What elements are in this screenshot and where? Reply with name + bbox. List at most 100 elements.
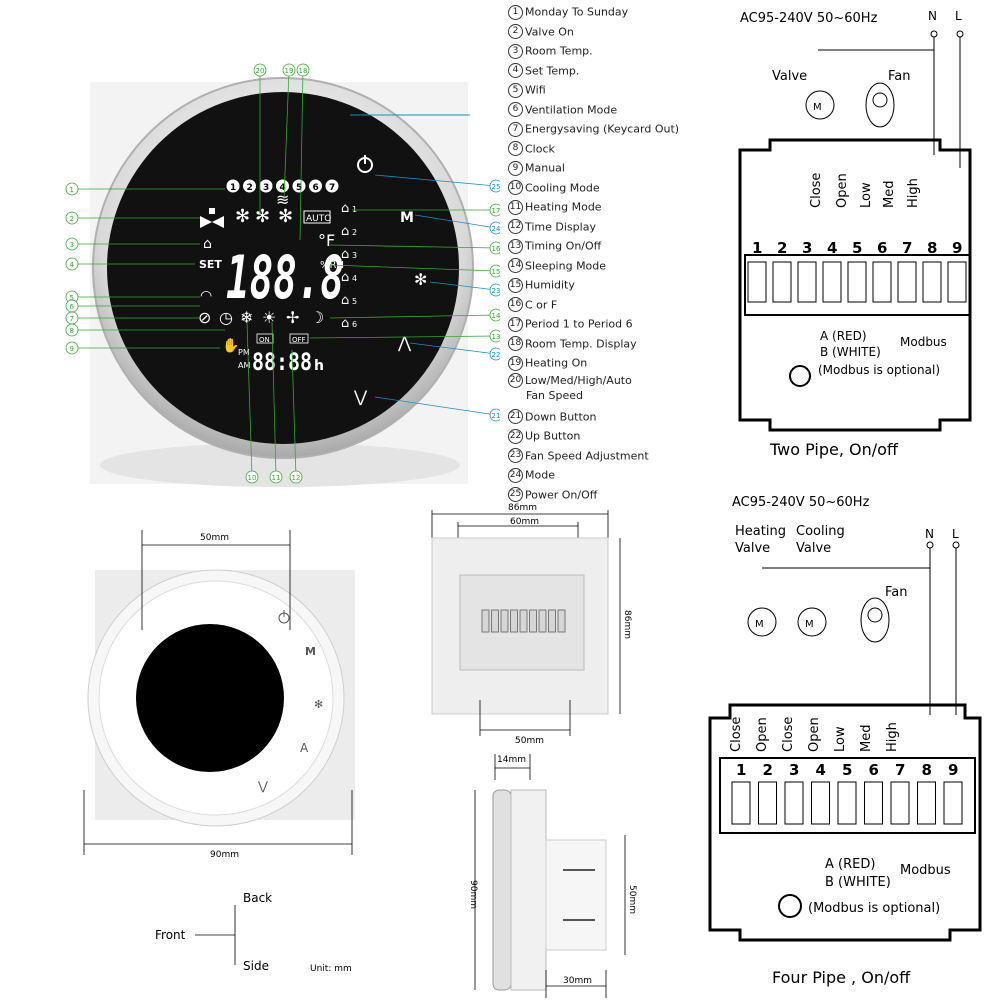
unit-rh: %RH — [320, 260, 344, 271]
auto-label: AUTO — [306, 214, 331, 224]
day-number-circle — [243, 179, 256, 193]
cooling-icon: ❄ — [240, 308, 253, 327]
down-button-icon: ⋁ — [353, 387, 368, 406]
terminal-label: Close — [781, 717, 796, 752]
callout-number: 3 — [70, 241, 74, 249]
back-terminal — [481, 609, 490, 633]
callout-marker — [245, 470, 259, 484]
period-number: 2 — [352, 228, 357, 237]
terminal-slot — [731, 781, 751, 825]
terminal-number: 1 — [752, 239, 762, 257]
terminal-slot — [847, 261, 867, 303]
legend-text: Monday To Sunday — [525, 5, 629, 19]
legend-text: Up Button — [525, 429, 581, 443]
legend-text: Heating On — [525, 356, 588, 370]
terminal-label: Close — [729, 717, 744, 752]
fan-speed-icon: ✻✻✻ — [235, 206, 293, 227]
front-power-icon — [278, 610, 290, 624]
terminal-label: Low — [833, 726, 848, 752]
terminal-label: High — [885, 722, 900, 752]
period-house-icon: ⌂ — [341, 270, 349, 285]
back-terminal — [519, 609, 528, 633]
callout-number: 16 — [492, 245, 501, 253]
heating-valve-label: Valve — [735, 541, 770, 556]
callout-marker — [489, 283, 500, 297]
l-label: L — [952, 527, 959, 541]
legend-text: Clock — [525, 141, 555, 155]
legend-text: Manual — [525, 161, 565, 175]
terminal-slot — [822, 261, 842, 303]
terminal-number: 4 — [816, 761, 826, 779]
legend-text: Cooling Mode — [525, 180, 600, 194]
terminal-slot — [772, 261, 792, 303]
svg-text:M: M — [755, 619, 764, 630]
legend-text: Down Button — [525, 409, 597, 423]
callout-marker — [65, 182, 79, 196]
period-house-icon: ⌂ — [341, 316, 349, 331]
front-m-button: M — [305, 645, 316, 658]
legend-text: Mode — [525, 468, 555, 482]
callout-marker — [489, 329, 500, 343]
callout-marker — [489, 408, 500, 422]
terminal-slot — [797, 261, 817, 303]
day-number-circle — [259, 179, 273, 193]
callout-number: 6 — [70, 303, 75, 311]
manual-icon: ✋ — [222, 337, 239, 354]
day-number-circle — [226, 179, 240, 193]
terminal-slot — [811, 781, 830, 825]
back-width-label: 86mm — [508, 503, 537, 513]
day-number: 4 — [280, 183, 286, 193]
room-temp-icon: ⌂ — [203, 236, 212, 252]
terminal-number: 8 — [927, 239, 937, 257]
callout-marker — [65, 237, 79, 251]
legend-text: Room Temp. — [525, 44, 593, 58]
legend-number: 6 — [508, 102, 523, 117]
terminal-slot — [943, 781, 963, 825]
legend-number: 25 — [508, 487, 523, 502]
fan-symbol — [865, 82, 895, 128]
callout-number: 21 — [492, 412, 501, 420]
terminal-slot — [837, 781, 857, 825]
terminal-slot — [922, 261, 942, 303]
front-width-label: 50mm — [200, 533, 229, 543]
callout-number: 18 — [299, 67, 308, 75]
period-house-icon: ⌂ — [341, 201, 349, 216]
heating-on-icon: ≋ — [276, 190, 289, 209]
legend-number: 12 — [508, 219, 523, 234]
time-digits: 88:88 — [252, 348, 312, 376]
terminal-number: 3 — [802, 239, 812, 257]
terminal-number: 7 — [895, 761, 905, 779]
period-number: 1 — [352, 205, 357, 214]
a-red-label: A (RED) — [820, 329, 867, 343]
callout-number: 11 — [272, 474, 281, 482]
callout-number: 24 — [492, 225, 501, 233]
terminal-label: Low — [859, 182, 874, 208]
terminal-number: 6 — [869, 761, 879, 779]
front-down-icon: ⋁ — [257, 779, 268, 793]
n-label: N — [925, 527, 934, 541]
front-view-dimensions: 50mm 90mm M ✻ A ⋁ Back Front Side Unit: … — [83, 530, 355, 974]
callout-marker — [489, 203, 500, 217]
callout-marker — [489, 179, 500, 193]
terminal-number: 5 — [852, 239, 862, 257]
terminal-slot — [747, 261, 767, 303]
day-number-circle — [325, 179, 339, 193]
legend-number: 3 — [508, 43, 523, 59]
callout-number: 23 — [492, 287, 501, 295]
day-number: 6 — [313, 183, 319, 193]
on-label: ON — [259, 336, 270, 344]
callout-marker — [65, 323, 79, 337]
terminal-slot — [758, 781, 777, 825]
terminal-number: 2 — [763, 761, 773, 779]
main-temp-digits: 188.8 — [226, 243, 344, 313]
